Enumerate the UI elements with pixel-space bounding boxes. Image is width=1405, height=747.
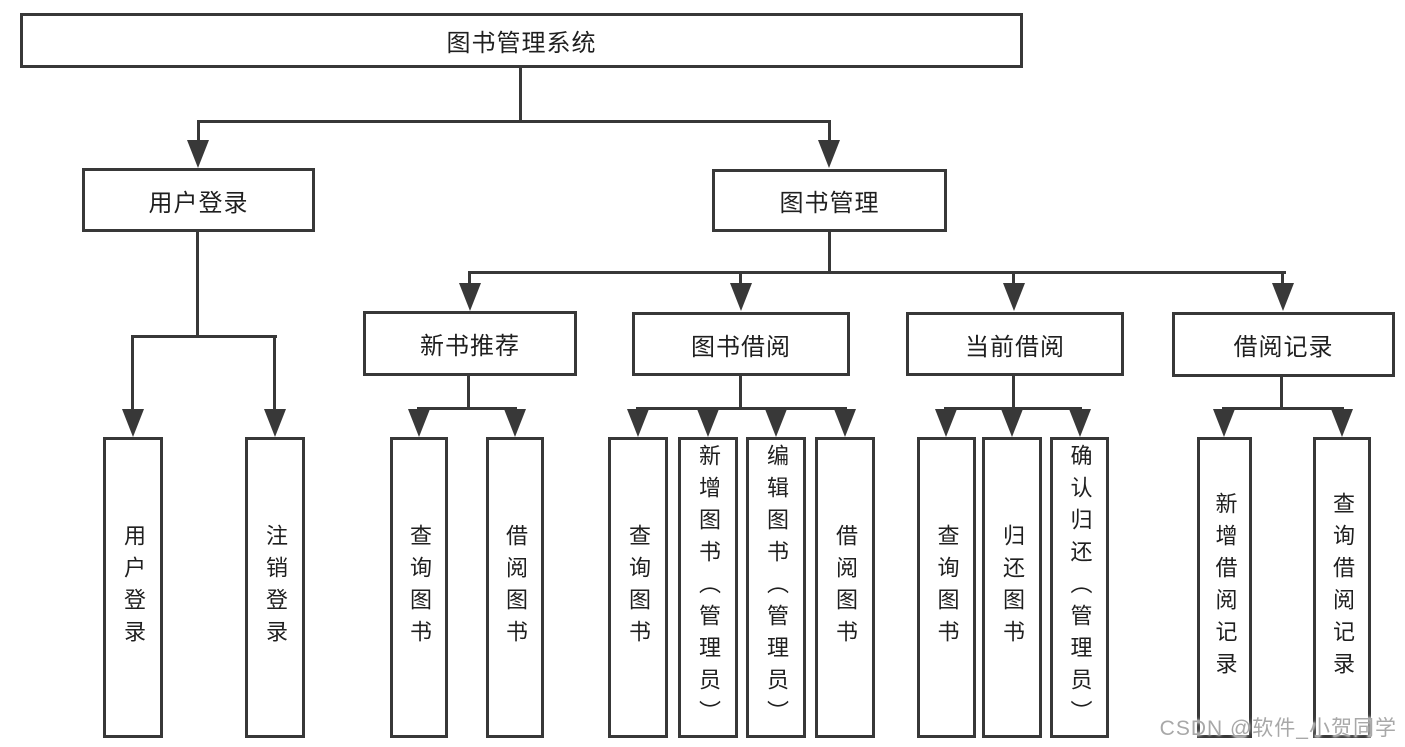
connector-line bbox=[1280, 377, 1283, 410]
arrow-down-icon bbox=[1272, 283, 1294, 311]
connector-line bbox=[197, 120, 831, 123]
leaf-borrow-books-recommend: 借阅图书 bbox=[486, 437, 544, 738]
leaf-return-books: 归还图书 bbox=[982, 437, 1042, 738]
node-library-management-system: 图书管理系统 bbox=[20, 13, 1023, 68]
connector-line bbox=[417, 407, 517, 410]
connector-line bbox=[467, 376, 470, 410]
arrow-down-icon bbox=[935, 409, 957, 437]
arrow-down-icon bbox=[1069, 409, 1091, 437]
connector-line bbox=[944, 407, 1082, 410]
connector-line bbox=[1222, 407, 1344, 410]
connector-line bbox=[1281, 271, 1284, 287]
connector-line bbox=[1012, 271, 1015, 287]
leaf-query-books-recommend: 查询图书 bbox=[390, 437, 448, 738]
arrow-down-icon bbox=[1003, 283, 1025, 311]
leaf-logout: 注销登录 bbox=[245, 437, 305, 738]
arrow-down-icon bbox=[408, 409, 430, 437]
connector-line bbox=[828, 232, 831, 274]
connector-line bbox=[636, 407, 847, 410]
leaf-confirm-return-admin: 确认归还（管理员） bbox=[1050, 437, 1109, 738]
connector-line bbox=[739, 376, 742, 410]
arrow-down-icon bbox=[1001, 409, 1023, 437]
leaf-edit-book-admin: 编辑图书（管理员） bbox=[746, 437, 806, 738]
node-borrowing-records: 借阅记录 bbox=[1172, 312, 1395, 377]
leaf-query-borrow-record: 查询借阅记录 bbox=[1313, 437, 1371, 738]
connector-line bbox=[131, 335, 277, 338]
connector-line bbox=[828, 120, 831, 143]
connector-line bbox=[273, 335, 276, 413]
arrow-down-icon bbox=[264, 409, 286, 437]
node-book-management-module: 图书管理 bbox=[712, 169, 947, 232]
arrow-down-icon bbox=[730, 283, 752, 311]
connector-line bbox=[131, 335, 134, 413]
arrow-down-icon bbox=[459, 283, 481, 311]
connector-line bbox=[519, 68, 522, 121]
arrow-down-icon bbox=[697, 409, 719, 437]
leaf-user-login: 用户登录 bbox=[103, 437, 163, 738]
connector-line bbox=[196, 232, 199, 337]
arrow-down-icon bbox=[765, 409, 787, 437]
arrow-down-icon bbox=[1213, 409, 1235, 437]
connector-line bbox=[468, 271, 471, 287]
arrow-down-icon bbox=[834, 409, 856, 437]
arrow-down-icon bbox=[1331, 409, 1353, 437]
watermark: CSDN @软件_小贺同学 bbox=[1159, 717, 1397, 740]
node-current-borrowing: 当前借阅 bbox=[906, 312, 1124, 376]
leaf-add-book-admin: 新增图书（管理员） bbox=[678, 437, 738, 738]
node-user-login-module: 用户登录 bbox=[82, 168, 315, 232]
leaf-add-borrow-record: 新增借阅记录 bbox=[1197, 437, 1252, 738]
connector-line bbox=[1012, 376, 1015, 410]
arrow-down-icon bbox=[818, 140, 840, 168]
arrow-down-icon bbox=[187, 140, 209, 168]
connector-line bbox=[739, 271, 742, 287]
leaf-query-books-borrowing: 查询图书 bbox=[608, 437, 668, 738]
leaf-query-books-current: 查询图书 bbox=[917, 437, 976, 738]
connector-line bbox=[468, 271, 1286, 274]
arrow-down-icon bbox=[122, 409, 144, 437]
arrow-down-icon bbox=[504, 409, 526, 437]
node-new-book-recommend: 新书推荐 bbox=[363, 311, 577, 376]
connector-line bbox=[197, 120, 200, 143]
arrow-down-icon bbox=[627, 409, 649, 437]
node-book-borrowing: 图书借阅 bbox=[632, 312, 850, 376]
leaf-borrow-books-borrowing: 借阅图书 bbox=[815, 437, 875, 738]
